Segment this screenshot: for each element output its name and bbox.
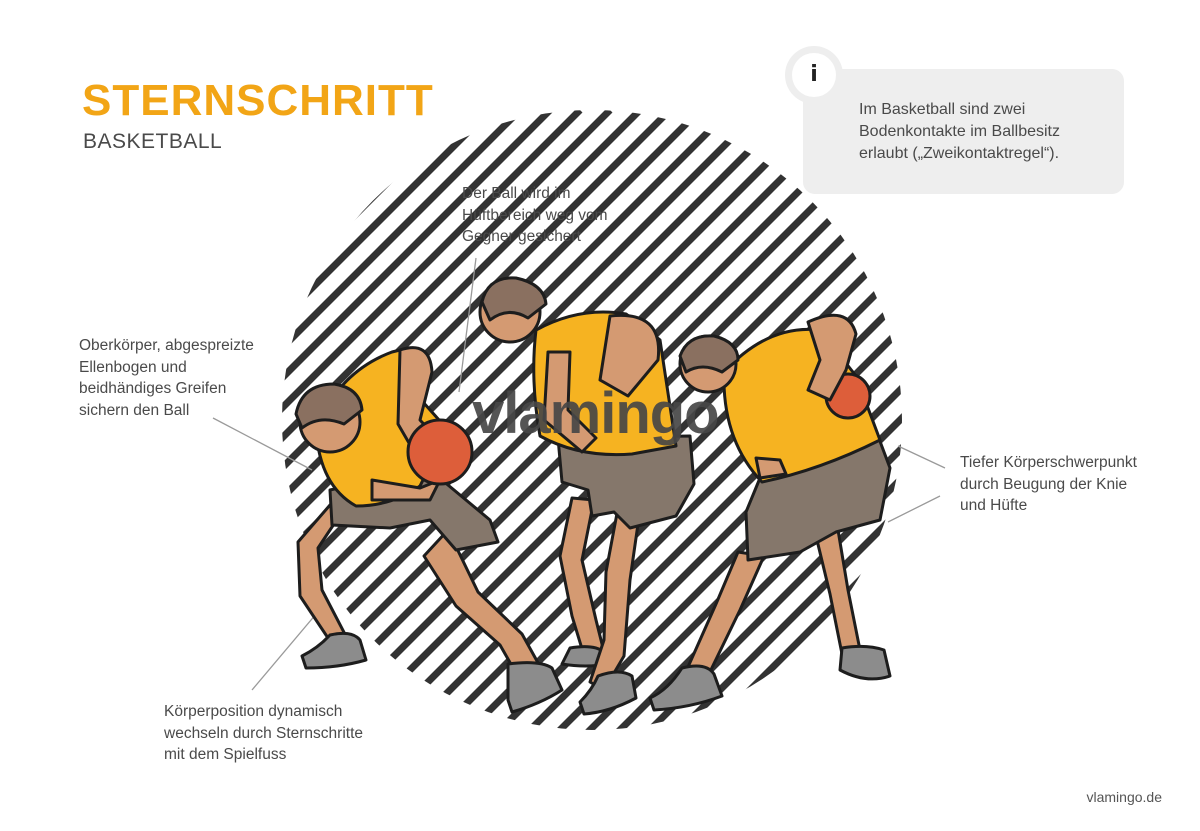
info-badge-letter: i <box>792 53 836 97</box>
page-title: STERNSCHRITT <box>82 76 434 125</box>
annotation-body-position: Körperposition dynamisch wechseln durch … <box>164 703 364 763</box>
watermark-logo: vlamingo <box>472 381 720 446</box>
footer-site-link[interactable]: vlamingo.de <box>1086 789 1163 805</box>
page-subtitle: BASKETBALL <box>83 130 223 153</box>
info-box: Im Basketball sind zwei Bodenkontakte im… <box>803 69 1124 194</box>
annotation-upper-body: Oberkörper, abgespreizte Ellenbogen und … <box>79 337 254 419</box>
leader-lines <box>212 257 946 691</box>
info-text: Im Basketball sind zwei Bodenkontakte im… <box>859 101 1060 162</box>
info-icon: i <box>785 46 843 104</box>
annotation-center-of-gravity: Tiefer Körperschwerpunkt durch Beugung d… <box>960 454 1137 514</box>
player-figure-left <box>294 346 564 714</box>
annotation-ball-secured: Der Ball wird im Hüftbereich weg vom Geg… <box>462 185 608 245</box>
player-figure-right <box>648 313 892 712</box>
player-figure-middle <box>478 276 696 716</box>
